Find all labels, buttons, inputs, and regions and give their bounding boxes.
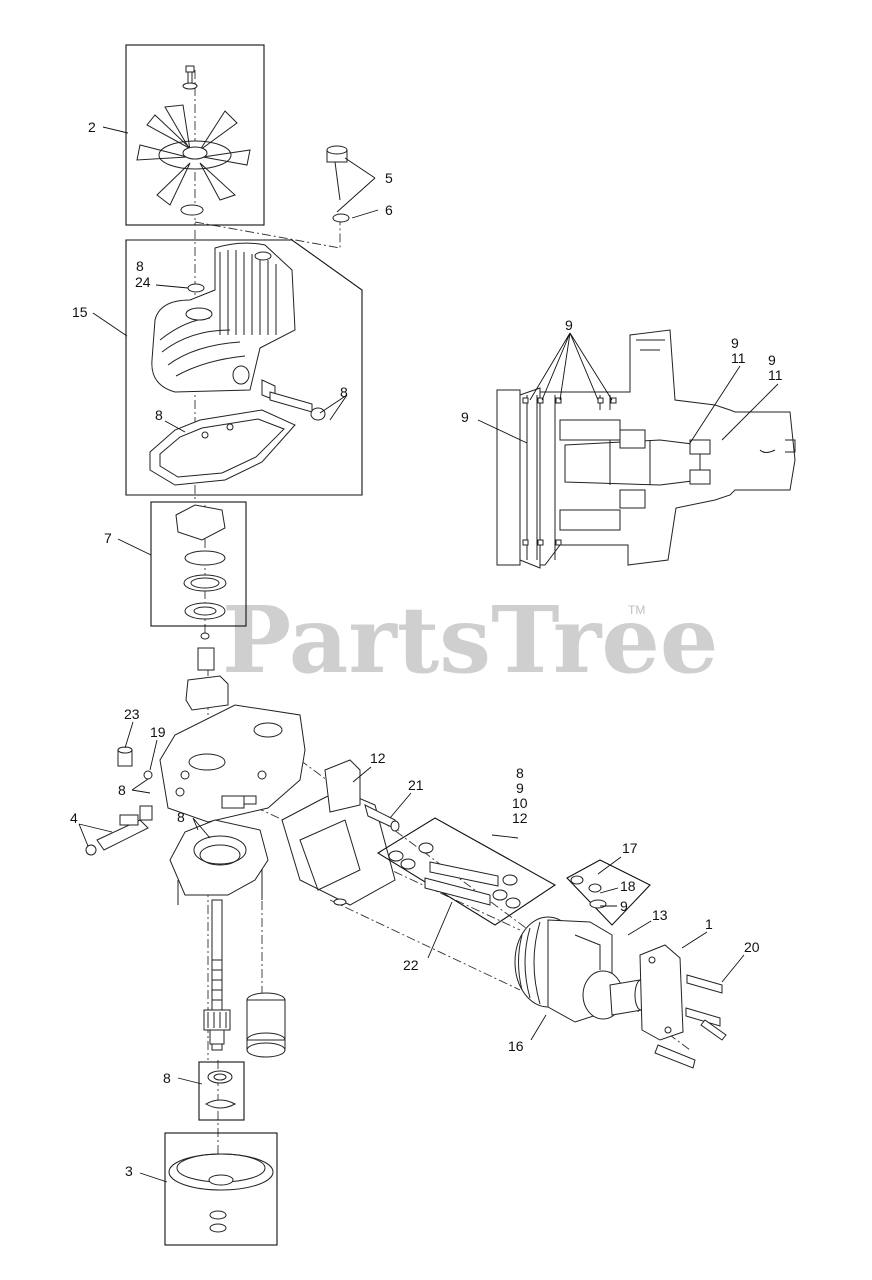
relief-valve-part xyxy=(221,795,257,809)
leader-lines xyxy=(78,126,779,1183)
callout-20: 20 xyxy=(744,939,760,955)
callout-10: 10 xyxy=(512,795,528,811)
callout-9-section-left: 9 xyxy=(461,409,469,425)
check-valve-set-part xyxy=(376,817,557,926)
pump-housing-part xyxy=(169,819,269,905)
callout-3: 3 xyxy=(125,1163,133,1179)
bearing-group xyxy=(150,501,247,627)
callout-22: 22 xyxy=(403,957,419,973)
check-valve-part xyxy=(117,746,133,767)
cross-section-view xyxy=(496,329,796,569)
callout-8-kit: 8 xyxy=(516,765,524,781)
tube-part xyxy=(424,861,499,906)
callout-9-section-top: 9 xyxy=(565,317,573,333)
callout-8-seal: 8 xyxy=(163,1070,171,1086)
seal-ring-part xyxy=(332,213,350,223)
callout-4: 4 xyxy=(70,810,78,826)
pulley-group xyxy=(164,1132,278,1246)
breather-cap-part xyxy=(326,145,350,223)
filter-part xyxy=(246,992,286,1058)
callout-1: 1 xyxy=(705,916,713,932)
trademark-mark: TM xyxy=(628,603,645,617)
callout-21: 21 xyxy=(408,777,424,793)
spring-part xyxy=(197,647,215,671)
callout-9-kit: 9 xyxy=(516,780,524,796)
callout-13: 13 xyxy=(652,907,668,923)
cover-gasket-part xyxy=(149,409,296,486)
callout-18: 18 xyxy=(620,878,636,894)
race-washer-part xyxy=(184,602,226,620)
pulley-washer-part xyxy=(209,1210,227,1220)
callout-16: 16 xyxy=(508,1038,524,1054)
seal-box xyxy=(198,1061,245,1121)
housing-cover-group xyxy=(125,239,363,496)
input-shaft-part xyxy=(203,899,231,1051)
callout-12-kit: 12 xyxy=(512,810,528,826)
cooling-fin-housing-part xyxy=(151,242,296,393)
retaining-ring-part xyxy=(204,1099,237,1109)
callout-labels: 2 5 6 8 24 15 8 8 7 23 19 8 4 8 12 21 8 … xyxy=(70,119,783,1179)
thrust-washer-part xyxy=(184,550,226,566)
callout-12-housing: 12 xyxy=(370,750,386,766)
plug-washer-part xyxy=(187,283,205,293)
callout-11-section-right-b: 11 xyxy=(768,367,783,383)
callout-9-section-right-a: 9 xyxy=(731,335,739,351)
callout-5: 5 xyxy=(385,170,393,186)
callout-15: 15 xyxy=(72,304,88,320)
housing-cover-box xyxy=(125,239,363,496)
bypass-arm-part xyxy=(85,805,153,856)
pin-part xyxy=(200,632,210,640)
motor-cover-plate-part xyxy=(639,944,684,1041)
callout-9-plug: 9 xyxy=(620,898,628,914)
motor-housing-part xyxy=(281,759,396,906)
center-section-part xyxy=(159,704,306,823)
callout-9-section-right-b: 9 xyxy=(768,352,776,368)
lever-shaft-part xyxy=(261,379,326,421)
motor-bolts-part xyxy=(654,974,727,1069)
bearing-box xyxy=(150,501,247,627)
callout-6: 6 xyxy=(385,202,393,218)
parts-tree-watermark: PartsTree xyxy=(222,586,718,694)
thrust-bearing-part xyxy=(183,574,227,592)
callout-8-oring: 8 xyxy=(118,782,126,798)
callout-24: 24 xyxy=(135,274,151,290)
plug-set-part xyxy=(566,859,651,926)
fan-part xyxy=(136,104,251,206)
wheel-motor-part xyxy=(514,916,648,1023)
callout-23: 23 xyxy=(124,706,140,722)
callout-17: 17 xyxy=(622,840,638,856)
o-ring-part xyxy=(143,770,153,780)
pulley-nut-part xyxy=(209,1223,227,1233)
fan-hub-washer xyxy=(180,204,204,216)
callout-19: 19 xyxy=(150,724,166,740)
callout-7: 7 xyxy=(104,530,112,546)
swash-block-part xyxy=(175,504,226,541)
callout-8-lever: 8 xyxy=(340,384,348,400)
callout-11-section-right-a: 11 xyxy=(731,350,746,366)
fan-group xyxy=(125,44,265,226)
fan-bolt xyxy=(182,65,198,90)
seal-group xyxy=(198,1061,245,1121)
callout-8-cover-plug: 8 xyxy=(136,258,144,274)
fan-box xyxy=(125,44,265,226)
callout-2: 2 xyxy=(88,119,96,135)
callout-8-gasket: 8 xyxy=(155,407,163,423)
dowel-pin-part xyxy=(364,804,400,832)
callout-8-pump: 8 xyxy=(177,809,185,825)
cylinder-block-part xyxy=(185,675,229,711)
pulley-box xyxy=(164,1132,278,1246)
